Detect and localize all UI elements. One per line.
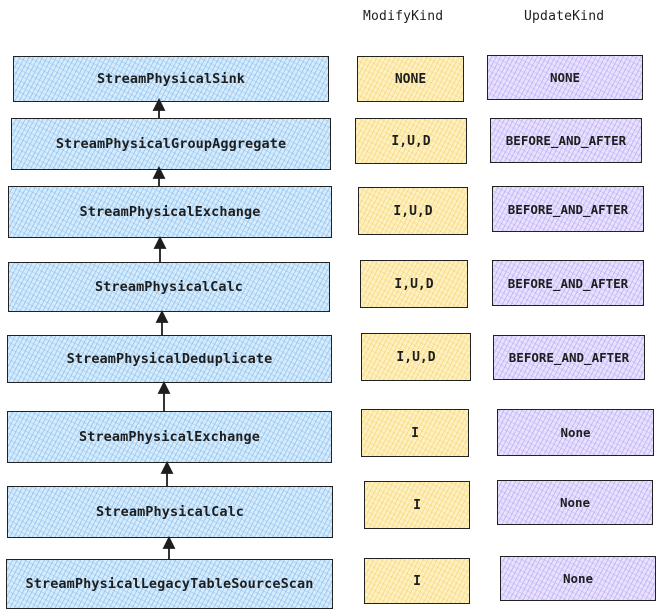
plan-node-calc: StreamPhysicalCalc (7, 486, 333, 538)
modify-kind-cell: I,U,D (361, 333, 471, 381)
arrow-up-icon (152, 97, 166, 118)
modify-kind-header: ModifyKind (363, 9, 444, 24)
update-kind-value: None (559, 495, 591, 510)
update-kind-header: UpdateKind (524, 9, 605, 24)
arrow-up-icon (157, 380, 171, 411)
arrow-up-icon (153, 235, 167, 262)
plan-node-exchange: StreamPhysicalExchange (7, 411, 332, 463)
plan-node-label: StreamPhysicalSink (96, 71, 246, 87)
update-kind-cell: BEFORE_AND_AFTER (493, 335, 645, 380)
plan-node-label: StreamPhysicalCalc (94, 279, 244, 295)
modify-kind-cell: I,U,D (355, 118, 467, 164)
arrow-up-icon (160, 460, 174, 486)
update-kind-value: BEFORE_AND_AFTER (507, 275, 629, 291)
modify-kind-cell: I,U,D (358, 187, 468, 235)
modify-kind-value: I (413, 497, 421, 513)
plan-node-group-aggregate: StreamPhysicalGroupAggregate (11, 118, 331, 170)
modify-kind-cell: I (361, 409, 469, 457)
update-kind-cell: None (497, 480, 653, 525)
update-kind-value: BEFORE_AND_AFTER (505, 133, 627, 148)
plan-node-label: StreamPhysicalGroupAggregate (55, 136, 287, 152)
update-kind-cell: BEFORE_AND_AFTER (492, 260, 644, 306)
plan-node-deduplicate: StreamPhysicalDeduplicate (7, 335, 332, 383)
modify-kind-cell: NONE (357, 56, 464, 102)
arrow-up-icon (152, 165, 166, 186)
arrow-up-icon (155, 309, 169, 335)
modify-kind-value: NONE (394, 71, 427, 87)
plan-node-label: StreamPhysicalLegacyTableSourceScan (25, 576, 314, 592)
plan-node-calc: StreamPhysicalCalc (8, 262, 330, 312)
update-kind-value: NONE (549, 70, 581, 85)
update-kind-cell: BEFORE_AND_AFTER (490, 118, 642, 163)
modify-kind-value: I,U,D (394, 276, 434, 292)
update-kind-cell: None (497, 409, 654, 456)
update-kind-cell: NONE (487, 55, 643, 100)
update-kind-value: None (560, 425, 591, 440)
plan-node-sink: StreamPhysicalSink (13, 56, 329, 102)
modify-kind-cell: I (364, 558, 470, 604)
modify-kind-cell: I (364, 481, 470, 529)
arrow-up-icon (162, 535, 176, 559)
update-kind-cell: None (500, 556, 656, 601)
plan-node-label: StreamPhysicalDeduplicate (66, 351, 273, 367)
update-kind-cell: BEFORE_AND_AFTER (492, 186, 644, 232)
modify-kind-value: I (413, 573, 421, 589)
modify-kind-cell: I,U,D (360, 260, 468, 308)
modify-kind-value: I,U,D (391, 133, 431, 149)
modify-kind-value: I (411, 425, 419, 441)
update-kind-value: BEFORE_AND_AFTER (507, 201, 629, 217)
plan-node-exchange: StreamPhysicalExchange (8, 186, 332, 238)
plan-node-legacy-table-source-scan: StreamPhysicalLegacyTableSourceScan (6, 559, 333, 609)
modify-kind-value: I,U,D (393, 203, 433, 219)
plan-node-label: StreamPhysicalExchange (79, 204, 261, 220)
plan-node-label: StreamPhysicalExchange (78, 429, 260, 445)
modify-kind-value: I,U,D (396, 349, 436, 365)
plan-node-label: StreamPhysicalCalc (95, 504, 245, 520)
update-kind-value: BEFORE_AND_AFTER (508, 350, 630, 365)
update-kind-value: None (562, 571, 594, 586)
